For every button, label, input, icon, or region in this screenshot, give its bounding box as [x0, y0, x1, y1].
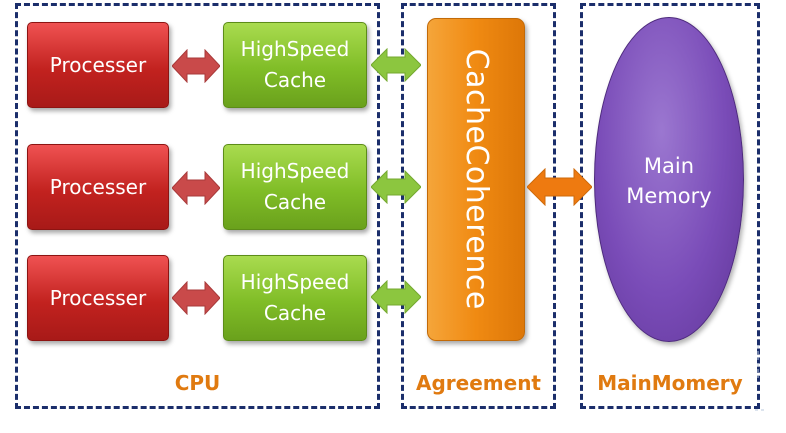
- cache-label-line1: HighSpeed: [240, 159, 350, 183]
- agreement-group: [401, 3, 556, 409]
- cache-label-line2: Cache: [263, 190, 327, 214]
- edge-decoration: [755, 345, 766, 411]
- cache-label-line1: HighSpeed: [240, 270, 350, 294]
- main-memory-group: [580, 3, 760, 409]
- cache-label-line2: Cache: [263, 301, 327, 325]
- processor-box: Processer: [27, 22, 169, 108]
- agreement-group-label: Agreement: [416, 371, 541, 395]
- processor-label: Processer: [49, 174, 147, 199]
- processor-cache-arrow: [172, 281, 220, 315]
- cpu-group-label: CPU: [174, 371, 221, 395]
- processor-label: Processer: [49, 52, 147, 77]
- main-memory-line1: Main: [643, 154, 695, 178]
- cache-coherence-box: CacheCoherence: [427, 18, 525, 341]
- cache-coherence-arrow: [371, 170, 421, 204]
- processor-cache-arrow: [172, 49, 220, 83]
- processor-cache-arrow: [172, 171, 220, 205]
- cache-coherence-arrow: [371, 48, 421, 82]
- main-memory-group-label: MainMomery: [597, 371, 743, 395]
- cpu-group: [15, 3, 380, 409]
- cache-coherence-arrow: [371, 280, 421, 314]
- processor-label: Processer: [49, 285, 147, 310]
- main-memory-line2: Memory: [626, 184, 712, 209]
- processor-box: Processer: [27, 255, 169, 341]
- cache-label-line1: HighSpeed: [240, 37, 350, 61]
- cache-coherence-label: CacheCoherence: [459, 48, 495, 311]
- coherence-memory-arrow: [527, 168, 592, 206]
- processor-box: Processer: [27, 144, 169, 230]
- cache-label-line2: Cache: [263, 68, 327, 92]
